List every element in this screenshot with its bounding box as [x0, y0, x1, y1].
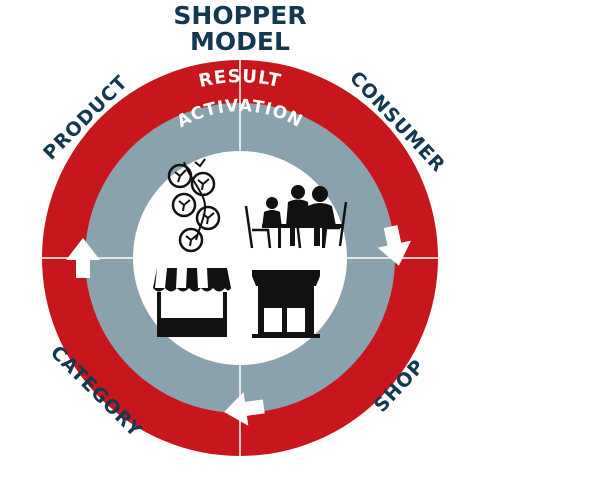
title-line-2: MODEL: [190, 27, 290, 56]
title-line-1: SHOPPER: [173, 1, 306, 30]
tomato-vine-icon: [167, 158, 221, 253]
market-stall-icon: [153, 268, 231, 337]
family-dining-icon: [244, 185, 348, 249]
arrow-up-left-icon: [66, 238, 100, 278]
storefront-icon: [252, 270, 320, 338]
arrow-down-right-icon: [377, 225, 411, 266]
arrow-left-bottom-icon: [224, 392, 265, 426]
